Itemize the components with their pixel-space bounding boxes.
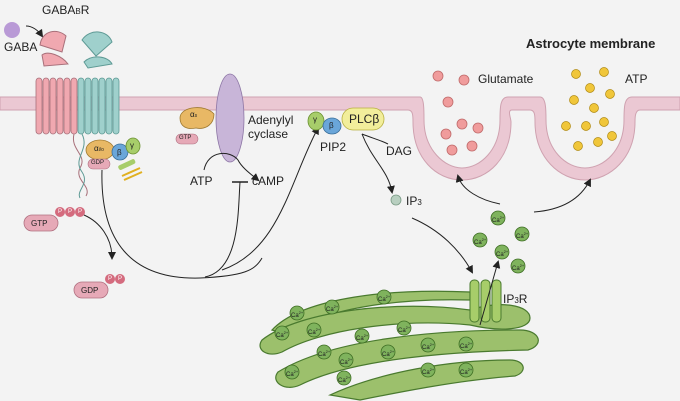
g-gamma-label: γ — [130, 141, 134, 150]
cell-membrane — [0, 96, 680, 181]
ip3-molecule — [390, 194, 402, 206]
gaba-binding-arrow — [25, 25, 44, 38]
gabab-receptor-label: GABABR — [42, 3, 90, 17]
gaba-label: GABA — [4, 40, 38, 54]
atp-molecules — [561, 67, 617, 151]
ca-label: Ca2+ — [398, 325, 411, 334]
ca-label: Ca2+ — [492, 215, 505, 224]
ca-label: Ca2+ — [318, 349, 331, 358]
phosphate-label-2: P — [68, 209, 73, 215]
plc-complex — [307, 107, 385, 135]
pip2-to-ip3-arrow — [361, 133, 395, 194]
ca-label: Ca2+ — [291, 310, 304, 319]
glutamate-label: Glutamate — [478, 72, 534, 86]
glutamate-molecules — [432, 70, 484, 156]
gio-signal-line — [101, 169, 263, 279]
g-beta-label: β — [117, 148, 122, 157]
phosphate-label-3: P — [78, 209, 83, 215]
adenylyl-cyclase-label-2: cyclase — [248, 127, 289, 141]
ip3-label: IP3 — [406, 194, 422, 208]
ca-label: Ca2+ — [276, 330, 289, 339]
pip2-to-dag-line — [361, 133, 389, 145]
plcb-label: PLCβ — [349, 112, 380, 126]
ca-label: Ca2+ — [286, 369, 299, 378]
atp-to-camp-arrow — [203, 152, 260, 182]
ca-label: Ca2+ — [512, 263, 525, 272]
ca-label: Ca2+ — [496, 249, 509, 258]
gdp-small-label: GDP — [91, 160, 105, 166]
ca-label: Ca2+ — [340, 357, 353, 366]
exocytosis-glutamate-arrow — [455, 174, 501, 205]
phosphate-label-4: P — [108, 276, 113, 282]
calcium-ions — [274, 210, 530, 386]
gamma2-label: γ — [313, 115, 317, 124]
phosphate-label-1: P — [58, 209, 63, 215]
lipid-anchor — [118, 159, 143, 181]
gio-protein — [85, 137, 143, 181]
ip3r-label: IP3R — [503, 292, 528, 306]
ca-label: Ca2+ — [460, 341, 473, 350]
gbg-to-plc-arrow — [221, 126, 319, 271]
ca-label: Ca2+ — [474, 237, 487, 246]
membrane-title: Astrocyte membrane — [526, 36, 656, 51]
phosphate-label-5: P — [118, 276, 123, 282]
exocytosis-atp-arrow — [533, 178, 591, 213]
gio-inhibit-line — [204, 181, 241, 278]
ca-label: Ca2+ — [516, 231, 529, 240]
ca-label: Ca2+ — [460, 367, 473, 376]
ip3-receptor — [469, 279, 502, 323]
pip2-label: PIP2 — [320, 140, 347, 154]
camp-label: cAMP — [252, 174, 285, 188]
ca-label: Ca2+ — [308, 327, 321, 336]
ca-label: Ca2+ — [382, 349, 395, 358]
gtp-complex — [23, 207, 85, 232]
gtp-label: GTP — [31, 219, 48, 228]
gtp-small-label: GTP — [179, 135, 192, 141]
ca-label: Ca2+ — [326, 304, 339, 313]
ca-label: Ca2+ — [378, 294, 391, 303]
g-alpha-s-label: αs — [190, 110, 198, 119]
atp-label-right: ATP — [625, 72, 648, 86]
gabab-receptor — [35, 30, 120, 199]
g-alpha-io-label: αi/o — [94, 144, 104, 153]
gs-alpha-protein — [175, 107, 215, 145]
gdp-complex — [73, 274, 125, 299]
gtp-to-gdp-arrow — [83, 214, 116, 260]
ca-label: Ca2+ — [338, 375, 351, 384]
ca-label: Ca2+ — [356, 333, 369, 342]
adenylyl-cyclase-label-1: Adenylyl — [248, 113, 294, 127]
dag-label: DAG — [386, 144, 413, 158]
gaba-molecule — [4, 22, 20, 38]
ip3-to-receptor-arrow — [411, 217, 473, 274]
ca-label: Ca2+ — [422, 367, 435, 376]
atp-label-left: ATP — [190, 174, 213, 188]
calcium-release-arrow — [479, 260, 501, 326]
gdp-label: GDP — [81, 286, 99, 295]
beta2-label: β — [329, 121, 334, 130]
ca-label: Ca2+ — [422, 342, 435, 351]
adenylyl-cyclase — [215, 73, 245, 163]
